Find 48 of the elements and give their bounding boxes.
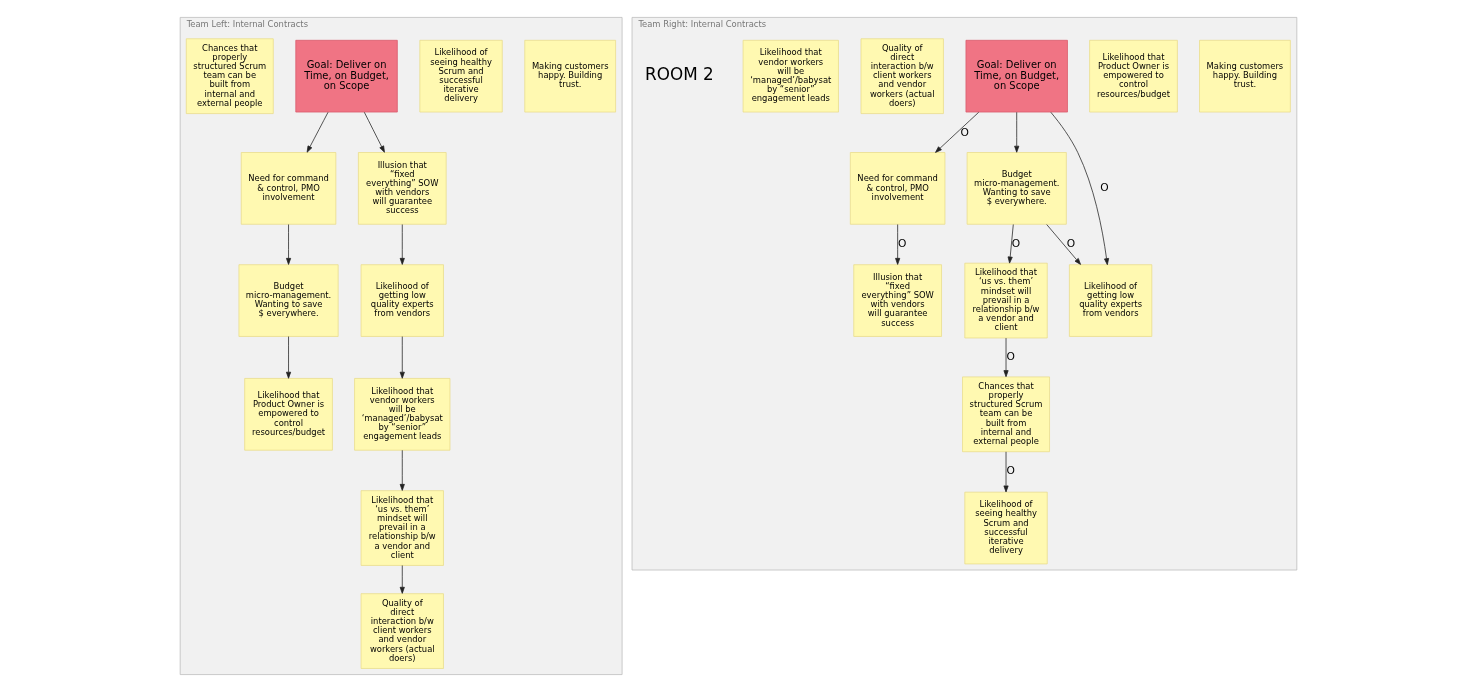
edge-label: O bbox=[1006, 350, 1015, 364]
node-box: Quality of direct interaction b/w client workers and vendor workers (actual doers) bbox=[860, 38, 944, 114]
arrow bbox=[935, 111, 980, 153]
arrow bbox=[399, 449, 405, 491]
node-box: Illusion that “fixed everything” SOW with vendors will guarantee success bbox=[853, 264, 942, 337]
arrow bbox=[399, 224, 405, 265]
node-box: Chances that properly structured Scrum team can be built from internal and external people bbox=[185, 38, 274, 114]
arrow bbox=[895, 224, 901, 265]
node-box: Budget micro-management. Wanting to save $ everywhere. bbox=[966, 152, 1067, 225]
node-box: Illusion that “fixed everything” SOW with vendors will guarantee success bbox=[358, 152, 447, 225]
node-box: Likelihood of getting low quality experts from vendors bbox=[1069, 264, 1153, 337]
edge-label: O bbox=[1100, 181, 1109, 195]
node-box: Making customers happy. Building trust. bbox=[1199, 39, 1291, 113]
node-box: Need for command & control, PMO involvement bbox=[240, 152, 337, 225]
node-box: Quality of direct interaction b/w client workers and vendor workers (actual doers) bbox=[360, 593, 444, 669]
node-box: Likelihood that Product Owner is empowered to control resources/budget bbox=[1089, 39, 1178, 113]
arrow bbox=[286, 224, 292, 265]
arrow bbox=[399, 565, 405, 594]
node-box: Likelihood of seeing healthy Scrum and successful iterative delivery bbox=[964, 491, 1048, 565]
arrow bbox=[1014, 111, 1020, 153]
node-box: Likelihood that vendor workers will be ‘managed’/babysat by “senior” engagement leads bbox=[742, 39, 839, 113]
arrow bbox=[286, 336, 292, 379]
arrow bbox=[1007, 224, 1014, 264]
arrow bbox=[399, 336, 405, 379]
edge-label: O bbox=[1011, 236, 1021, 250]
node-box: Goal: Deliver on Time, on Budget, on Scope bbox=[965, 39, 1068, 113]
arrow bbox=[1050, 111, 1110, 266]
node-box: Making customers happy. Building trust. bbox=[524, 39, 616, 113]
node-box: Likelihood that ‘us vs. them’ mindset will prevail in a relationship b/w a vendor and client bbox=[964, 262, 1048, 339]
edge-label: O bbox=[898, 236, 907, 250]
arrow bbox=[1003, 337, 1009, 378]
node-box: Chances that properly structured Scrum team can be built from internal and external people bbox=[962, 376, 1050, 453]
label: ROOM 2 bbox=[645, 64, 714, 85]
node-box: Budget micro-management. Wanting to save $ everywhere. bbox=[238, 264, 339, 337]
arrow bbox=[306, 111, 329, 153]
edge-label: O bbox=[1006, 464, 1015, 477]
node-box: Likelihood that vendor workers will be ‘managed’/babysat by “senior” engagement leads bbox=[354, 378, 451, 451]
node-box: Likelihood that ‘us vs. them’ mindset will prevail in a relationship b/w a vendor and client bbox=[360, 490, 444, 566]
node-box: Likelihood of seeing healthy Scrum and successful iterative delivery bbox=[419, 39, 503, 113]
node-box: Need for command & control, PMO involvement bbox=[849, 152, 946, 225]
node-box: Goal: Deliver on Time, on Budget, on Scope bbox=[295, 39, 398, 113]
node-box: Likelihood that Product Owner is empowered to control resources/budget bbox=[244, 378, 333, 451]
node-box: Likelihood of getting low quality experts from vendors bbox=[360, 264, 444, 337]
arrow bbox=[1003, 451, 1009, 493]
edge-label: O bbox=[1066, 236, 1076, 250]
edge-label: O bbox=[960, 125, 970, 139]
arrow bbox=[363, 111, 385, 153]
arrow bbox=[1046, 224, 1081, 265]
